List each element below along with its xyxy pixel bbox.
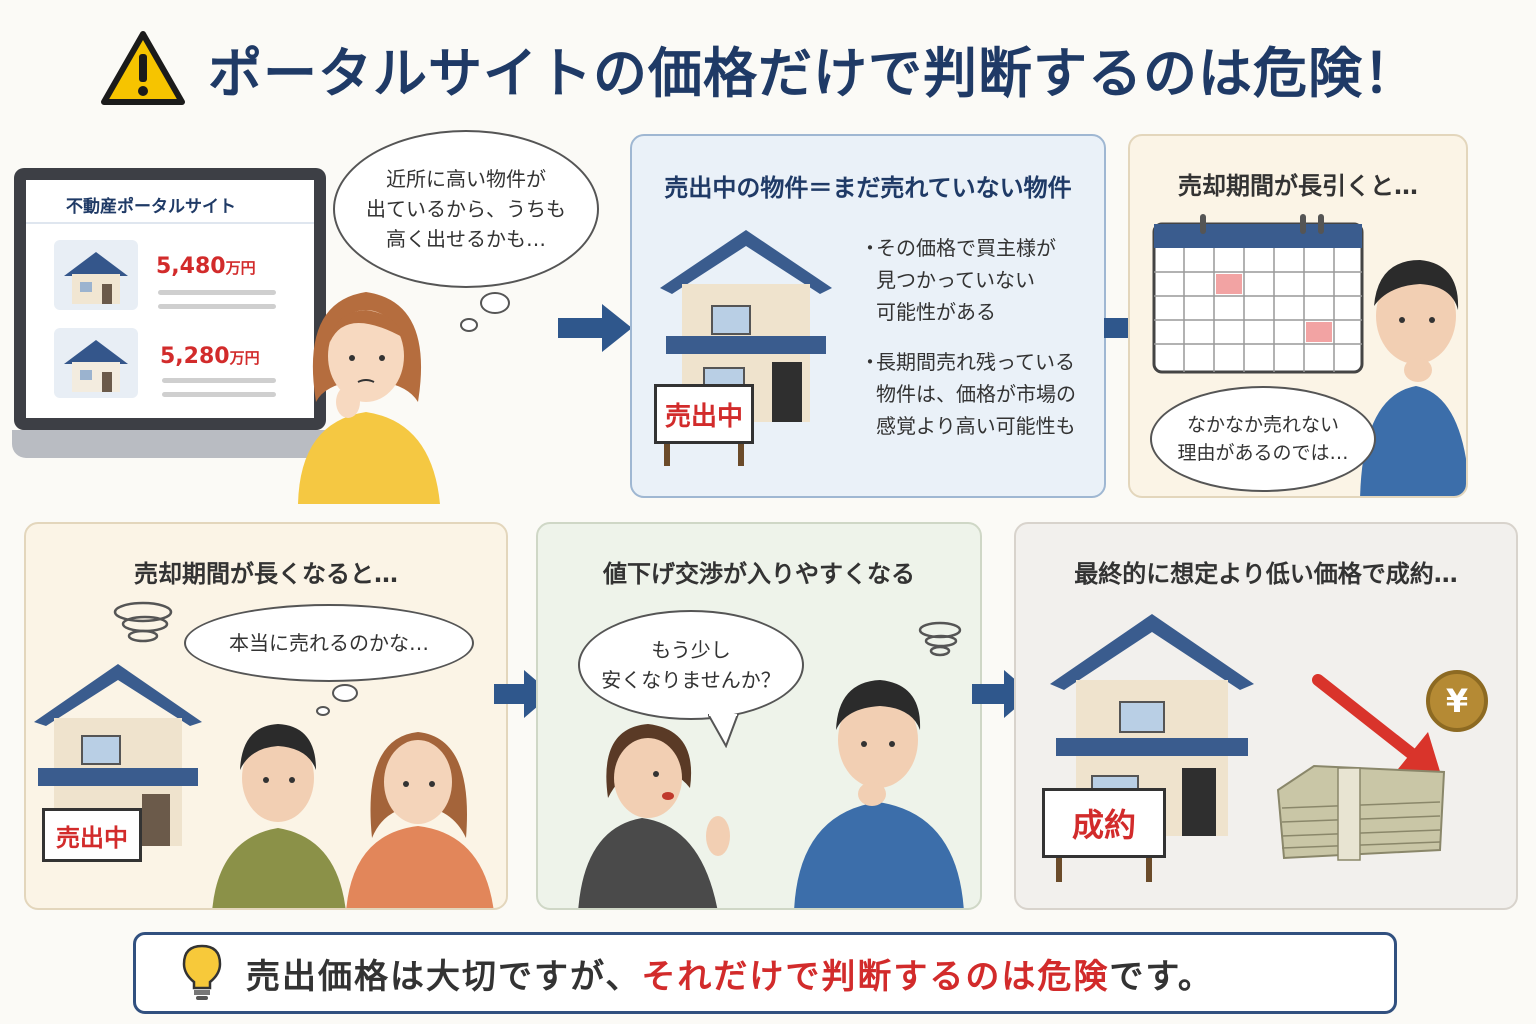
money-stack-icon	[1276, 764, 1446, 861]
calendar-icon	[1152, 214, 1364, 374]
thought-text: 本当に売れるのかな…	[229, 631, 429, 655]
panel-price-negotiation: 値下げ交渉が入りやすくなる もう少し 安くなりませんか？	[536, 522, 982, 910]
thought-line: なかなか売れない	[1186, 413, 1339, 436]
down-arrow-icon	[1312, 674, 1442, 778]
listing-house-image	[54, 240, 138, 310]
portal-site-name: 不動産ポータルサイト	[66, 197, 236, 217]
thought-bubble: なかなか売れない 理由があるのでは…	[1150, 386, 1376, 492]
panel-heading: 売出中の物件＝まだ売れていない物件	[664, 174, 1072, 202]
page-title: ポータルサイトの価格だけで判断するのは危険！	[208, 41, 1418, 105]
thought-line: 高く出せるかも…	[386, 227, 546, 251]
for-sale-sign: 売出中	[42, 808, 142, 862]
listing-price: 5,280万円	[160, 344, 260, 369]
buyer-woman-illustration	[578, 724, 730, 908]
right-arrow-icon	[558, 304, 632, 352]
lightbulb-icon	[182, 944, 222, 1000]
sold-sign: 成約	[1042, 788, 1166, 858]
worry-scribble-icon	[113, 601, 173, 643]
thought-bubble: 本当に売れるのかな…	[184, 604, 474, 682]
laptop-keyboard	[12, 430, 342, 458]
speech-bubble: もう少し 安くなりませんか？	[578, 610, 804, 720]
worried-couple-illustration	[212, 724, 494, 908]
house-illustration	[660, 230, 832, 422]
panel-heading: 売却期間が長くなると…	[134, 560, 398, 588]
laptop: 不動産ポータルサイト 5,480万円 5,280万円	[12, 168, 344, 468]
bullet-item: ・ その価格で買主様が見つかっていない可能性がある	[860, 236, 1056, 324]
worry-scribble-icon	[918, 621, 962, 657]
thought-line: 理由があるのでは…	[1177, 442, 1349, 464]
thought-bubble: 近所に高い物件が 出ているから、うちも 高く出せるかも…	[333, 130, 599, 288]
listing-house-image	[54, 328, 138, 398]
laptop-screen: 不動産ポータルサイト 5,480万円 5,280万円	[14, 168, 326, 430]
speech-line: 安くなりませんか？	[601, 668, 781, 692]
panel-final-contract: 最終的に想定より低い価格で成約… 成約 ¥	[1014, 522, 1518, 910]
speech-bubble-tail	[708, 714, 740, 748]
conclusion-banner: 売出価格は大切ですが、それだけで判断するのは危険です。	[133, 932, 1397, 1014]
conclusion-text: 売出価格は大切ですが、それだけで判断するのは危険です。	[246, 956, 1214, 997]
thought-line: 出ているから、うちも	[366, 197, 566, 221]
warning-triangle-icon	[101, 31, 185, 105]
panel-listing-unsold: 売出中の物件＝まだ売れていない物件 売出中 ・ その価格で買主様が見つかっていな…	[630, 134, 1106, 498]
bullet-list: ・ その価格で買主様が見つかっていない可能性がある ・ 長期間売れ残っている物件…	[860, 232, 1096, 442]
yen-coin-icon: ¥	[1426, 670, 1488, 732]
speech-line: もう少し	[651, 638, 731, 662]
portal-header: 不動産ポータルサイト	[26, 180, 314, 224]
seller-man-illustration	[794, 680, 964, 908]
listing-price: 5,480万円	[156, 254, 256, 279]
panel-heading: 売却期間が長引くと…	[1178, 172, 1418, 200]
panel-heading: 最終的に想定より低い価格で成約…	[1074, 560, 1458, 588]
panel-heading: 値下げ交渉が入りやすくなる	[603, 560, 915, 588]
panel-long-period-worry: 売却期間が長くなると… 本当に売れるのかな… 売出中	[24, 522, 508, 910]
panel-long-selling: 売却期間が長引くと… なかなか売れない 理由があるのでは…	[1128, 134, 1468, 498]
thought-line: 近所に高い物件が	[386, 167, 546, 191]
bullet-item: ・ 長期間売れ残っている物件は、価格が市場の感覚より高い可能性も	[860, 350, 1076, 438]
for-sale-sign: 売出中	[654, 384, 754, 444]
page-title-row: ポータルサイトの価格だけで判断するのは危険！	[100, 28, 1450, 108]
thinking-woman-illustration	[298, 292, 440, 504]
worried-man-illustration	[1360, 260, 1466, 496]
